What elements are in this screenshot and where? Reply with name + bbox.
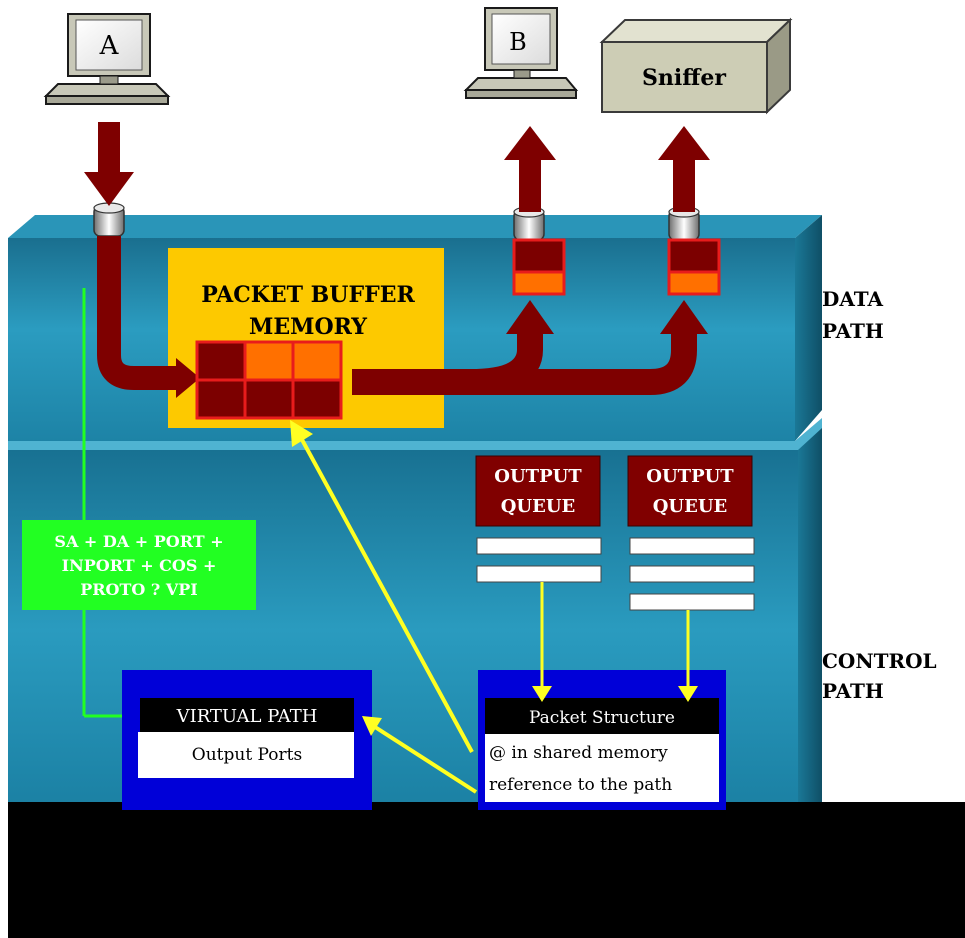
svg-text:PATH: PATH <box>822 679 884 703</box>
queue-1-slot <box>476 565 602 583</box>
svg-text:QUEUE: QUEUE <box>653 496 728 517</box>
flow-buffer-to-ports <box>352 300 708 395</box>
base-bar <box>8 802 965 938</box>
flow-a-to-buffer <box>97 236 182 390</box>
svg-text:INPORT + COS +: INPORT + COS + <box>62 556 217 575</box>
control-path-label: CONTROL PATH <box>822 649 937 703</box>
queue-2-slot <box>629 565 755 583</box>
svg-text:DATA: DATA <box>822 287 884 311</box>
computer-b-label: B <box>509 28 527 56</box>
svg-text:CONTROL: CONTROL <box>822 649 937 673</box>
svg-text:PROTO ? VPI: PROTO ? VPI <box>80 580 198 599</box>
arrow-up-to-b <box>504 126 556 212</box>
queue-2-slot <box>629 593 755 611</box>
packet-structure-box: Packet Structure @ in shared memory refe… <box>478 670 726 810</box>
svg-text:OUTPUT: OUTPUT <box>494 466 582 487</box>
reference-flow <box>290 420 698 794</box>
data-path-label: DATA PATH <box>822 287 884 343</box>
port-connector-a <box>93 202 125 237</box>
buffer-title-line2: MEMORY <box>249 314 367 340</box>
queue-1-slot <box>476 537 602 555</box>
packet-structure-line2: reference to the path <box>489 775 672 795</box>
port-b-cells <box>512 238 566 296</box>
flow-a-arrowhead <box>176 358 200 398</box>
virtual-path-body: Output Ports <box>192 745 302 765</box>
packet-structure-line1: @ in shared memory <box>489 743 668 763</box>
svg-text:PATH: PATH <box>822 319 884 343</box>
sniffer-label: Sniffer <box>642 65 726 91</box>
arrow-down-from-a <box>84 122 134 206</box>
arrow-up-to-sniffer <box>658 126 710 212</box>
packet-structure-header: Packet Structure <box>529 708 675 728</box>
virtual-path-table: VIRTUAL PATH Output Ports <box>122 670 372 810</box>
svg-text:SA + DA + PORT +: SA + DA + PORT + <box>54 532 223 551</box>
buffer-title-line1: PACKET BUFFER <box>201 282 415 308</box>
lookup-key-box: SA + DA + PORT + INPORT + COS + PROTO ? … <box>22 520 256 610</box>
queue-2-slot <box>629 537 755 555</box>
output-queue-1: OUTPUT QUEUE <box>475 455 602 583</box>
svg-text:OUTPUT: OUTPUT <box>646 466 734 487</box>
computer-b-icon: B <box>463 7 579 99</box>
svg-text:QUEUE: QUEUE <box>501 496 576 517</box>
computer-a-label: A <box>99 31 120 61</box>
sniffer-device: Sniffer <box>599 17 793 115</box>
virtual-path-header: VIRTUAL PATH <box>176 706 318 727</box>
buffer-cells <box>195 340 343 420</box>
output-queue-2: OUTPUT QUEUE <box>627 455 755 611</box>
computer-a-icon: A <box>43 13 171 105</box>
port-sniffer-cells <box>667 238 721 296</box>
